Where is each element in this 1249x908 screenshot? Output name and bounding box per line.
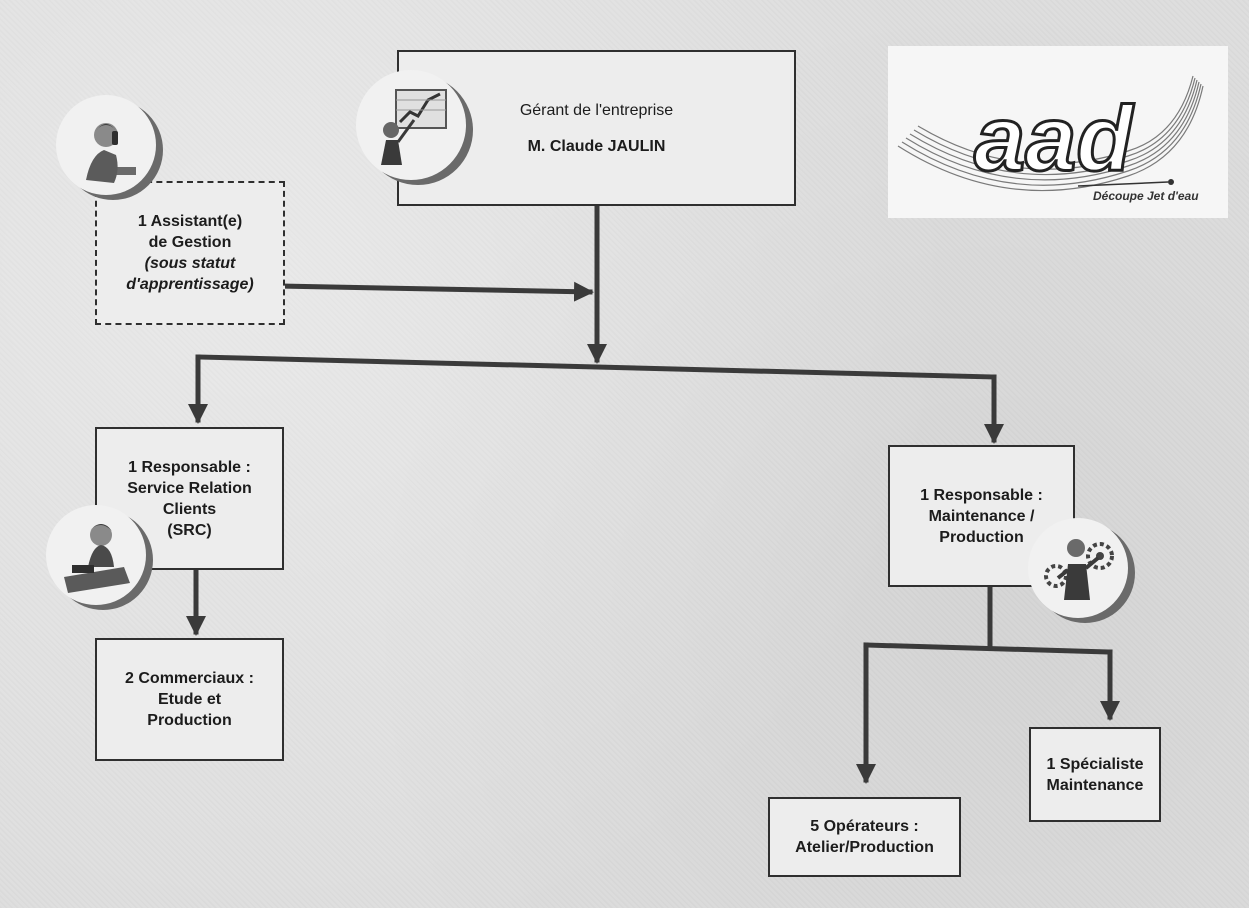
telephone-person-illustration <box>56 95 156 195</box>
commerciaux-box: 2 Commerciaux : Etude et Production <box>95 638 284 761</box>
operateurs-box: 5 Opérateurs : Atelier/Production <box>768 797 961 877</box>
gerant-title: Gérant de l'entreprise <box>519 101 674 119</box>
specialiste-box: 1 Spécialiste Maintenance <box>1029 727 1161 822</box>
specialiste-line2: Maintenance <box>1046 776 1144 794</box>
mechanic-gears-illustration <box>1028 518 1128 618</box>
assistant-line4: d'apprentissage) <box>126 276 254 293</box>
logo-tagline: Découpe Jet d'eau <box>1093 189 1199 203</box>
maintenance-line1: 1 Responsable : <box>920 486 1043 504</box>
commerciaux-line1: 2 Commerciaux : <box>125 670 254 687</box>
commerciaux-line2: Etude et <box>157 691 222 708</box>
assistant-arrow-line <box>277 281 594 302</box>
maintenance-line3: Production <box>939 528 1024 546</box>
desk-worker-illustration <box>46 505 146 605</box>
presentation-chart-illustration <box>356 70 466 180</box>
assistant-box: 1 Assistant(e) de Gestion (sous statut d… <box>95 181 285 325</box>
assistant-line2: de Gestion <box>148 234 232 251</box>
company-logo: aad Découpe Jet d'eau <box>888 46 1228 218</box>
operateurs-line2: Atelier/Production <box>795 839 934 856</box>
logo-text: aad <box>974 88 1134 190</box>
src-line3: Clients <box>162 500 217 518</box>
gerant-name: M. Claude JAULIN <box>527 137 666 155</box>
src-line2: Service Relation <box>127 479 252 497</box>
src-line4: (SRC) <box>167 521 212 539</box>
maintenance-line2: Maintenance / <box>928 507 1035 525</box>
main-branch-line <box>195 354 997 380</box>
assistant-line1: 1 Assistant(e) <box>137 213 243 230</box>
assistant-line3: (sous statut <box>144 255 236 272</box>
src-line1: 1 Responsable : <box>128 458 251 476</box>
specialiste-line1: 1 Spécialiste <box>1046 755 1144 773</box>
operateurs-line1: 5 Opérateurs : <box>810 818 919 835</box>
commerciaux-line3: Production <box>147 712 232 729</box>
lower-branch-line <box>863 642 1113 655</box>
